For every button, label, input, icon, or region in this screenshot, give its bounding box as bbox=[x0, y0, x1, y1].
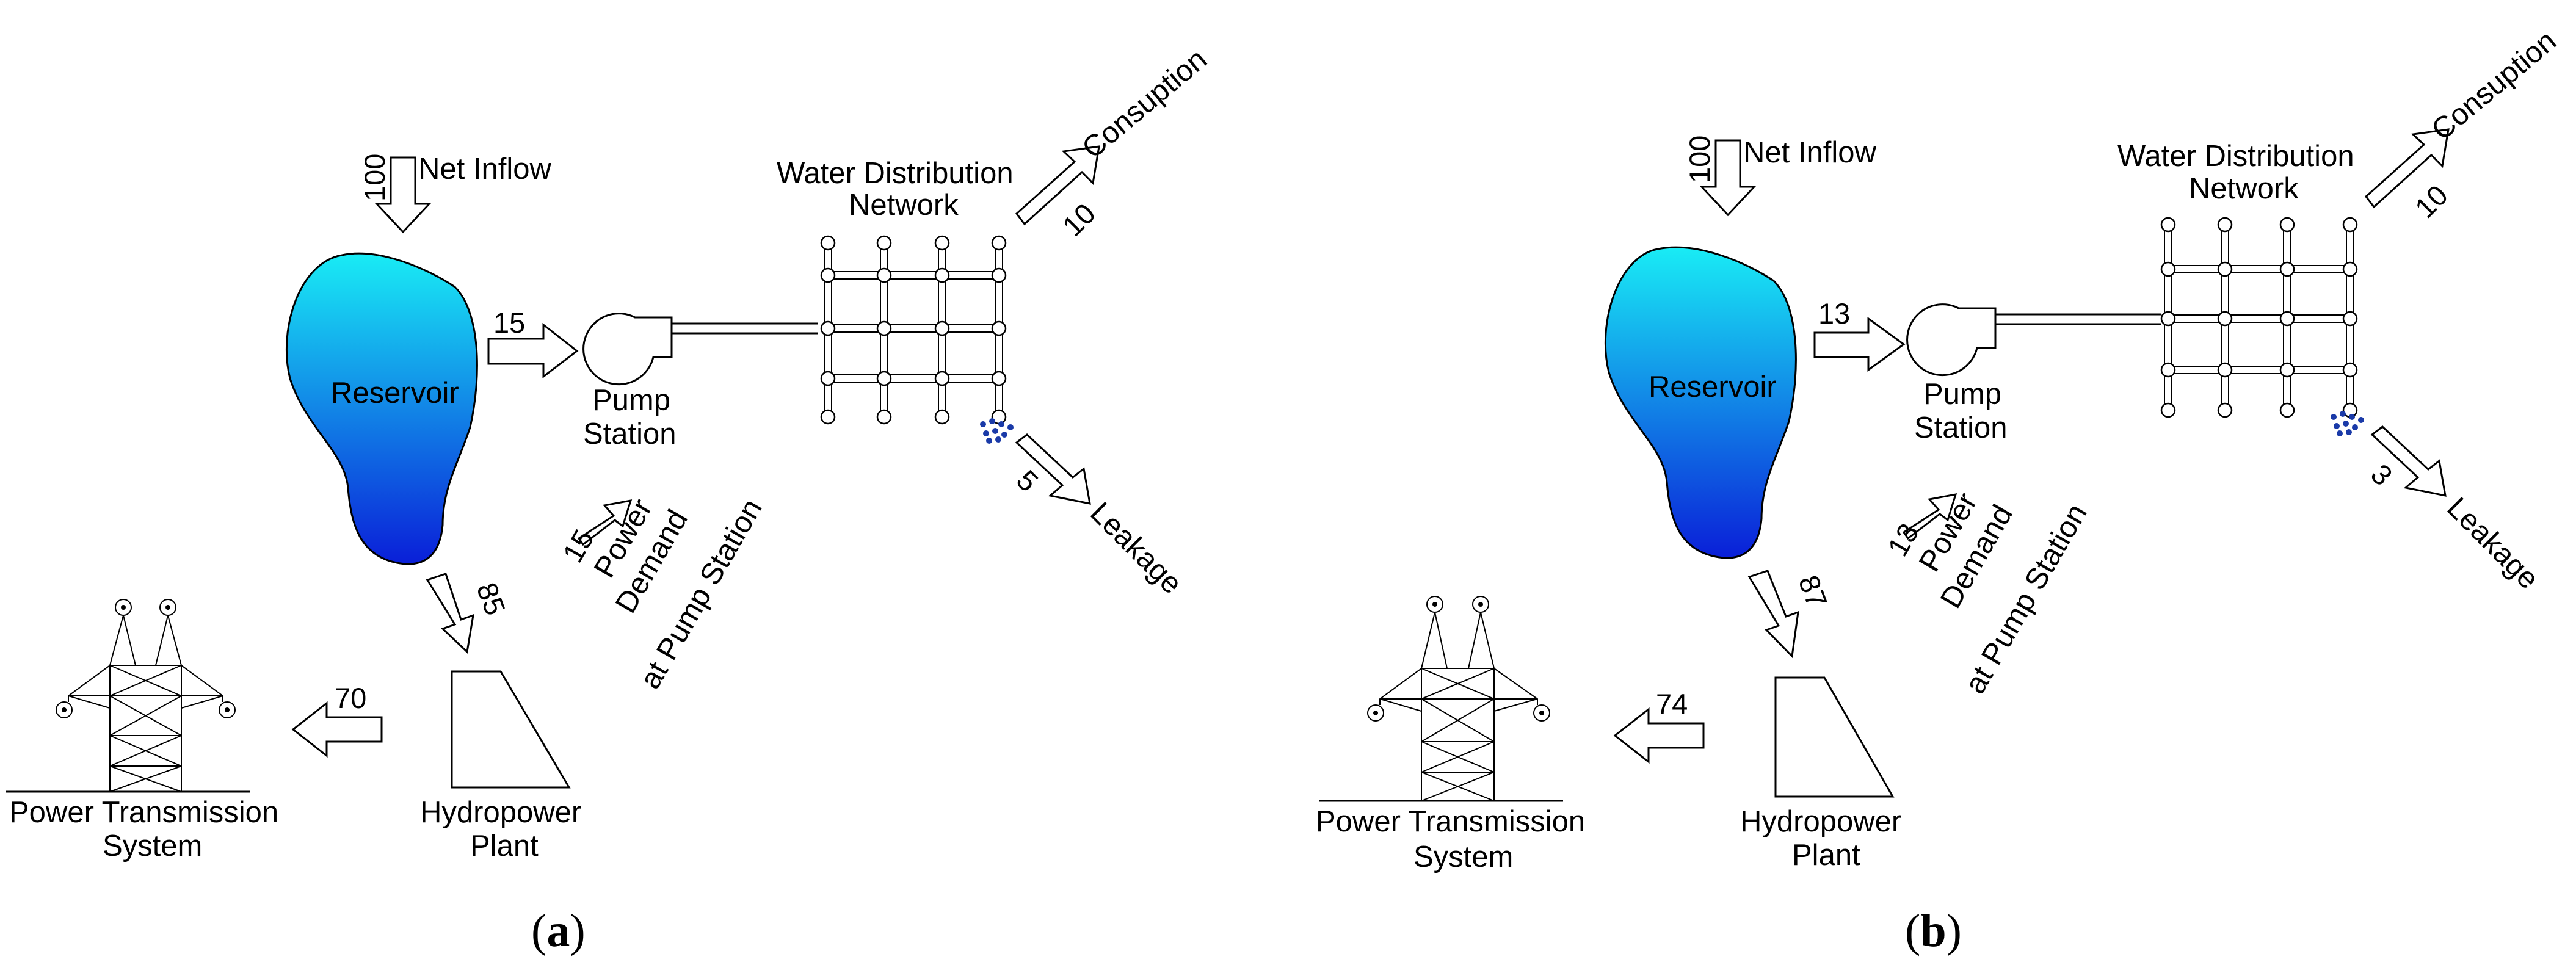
hydropower-plant-icon bbox=[451, 670, 571, 789]
transmission-tower-icon bbox=[6, 599, 250, 793]
grid-label-2: System bbox=[1413, 841, 1513, 874]
to-pump-value: 15 bbox=[493, 306, 525, 339]
to-grid-value: 74 bbox=[1656, 688, 1688, 720]
to-hydro-arrow bbox=[426, 573, 474, 654]
power-demand-arrow bbox=[577, 499, 633, 546]
net-inflow-arrow bbox=[374, 156, 432, 234]
leakage-value: 3 bbox=[2365, 458, 2399, 492]
consumption-arrow bbox=[1015, 145, 1100, 226]
to-grid-arrow bbox=[291, 701, 383, 758]
caption-a: (a) bbox=[531, 905, 586, 957]
leak-drops-icon bbox=[2331, 411, 2364, 436]
net-inflow-label: Net Inflow bbox=[418, 153, 551, 186]
network-label-1: Water Distribution bbox=[777, 157, 1014, 190]
leakage-label: Leakage bbox=[2440, 491, 2545, 596]
network-label-2: Network bbox=[2189, 172, 2299, 205]
pump-label-1: Pump bbox=[592, 384, 670, 417]
leakage-arrow bbox=[2370, 425, 2447, 497]
to-grid-value: 70 bbox=[335, 682, 366, 714]
grid-label-1: Power Transmission bbox=[1316, 805, 1585, 838]
reservoir-label: Reservoir bbox=[1649, 371, 1777, 403]
to-hydro-arrow bbox=[1747, 570, 1799, 659]
consumption-value: 10 bbox=[2409, 179, 2454, 224]
net-inflow-value: 100 bbox=[358, 154, 391, 201]
hydro-label-2: Plant bbox=[470, 830, 539, 863]
leakage-value: 5 bbox=[1010, 464, 1045, 498]
hydro-label-2: Plant bbox=[1792, 839, 1860, 872]
grid-label-1: Power Transmission bbox=[9, 796, 278, 829]
pump-station bbox=[1906, 303, 2161, 377]
consumption-arrow bbox=[2364, 128, 2450, 209]
power-demand-arrow bbox=[1902, 493, 1957, 540]
caption-b: (b) bbox=[1905, 905, 1962, 957]
to-pump-value: 13 bbox=[1818, 297, 1850, 330]
panel-b: 100 Net Inflow Reservoir 13 Pump Station bbox=[1316, 24, 2563, 957]
pump-label-2: Station bbox=[1914, 411, 2008, 444]
to-grid-arrow bbox=[1613, 707, 1705, 764]
to-pump-arrow bbox=[487, 322, 579, 379]
pump-label-1: Pump bbox=[1923, 378, 2001, 411]
panel-a: 100 Net Inflow Reservoir 15 Pump Station bbox=[6, 43, 1213, 957]
leakage-label: Leakage bbox=[1084, 496, 1188, 601]
leak-drops-icon bbox=[980, 418, 1014, 444]
hydro-label-1: Hydropower bbox=[1740, 805, 1901, 838]
network-label-1: Water Distribution bbox=[2117, 140, 2354, 173]
net-inflow-label: Net Inflow bbox=[1743, 136, 1876, 169]
consumption-label: Consuption bbox=[1076, 43, 1213, 165]
reservoir-label: Reservoir bbox=[331, 377, 459, 410]
hydropower-plant-icon bbox=[1774, 676, 1895, 798]
pump-station bbox=[582, 313, 818, 386]
to-hydro-value: 85 bbox=[471, 578, 512, 619]
to-pump-arrow bbox=[1813, 317, 1906, 372]
water-distribution-network bbox=[2160, 217, 2358, 418]
grid-label-2: System bbox=[103, 830, 202, 863]
pump-label-2: Station bbox=[583, 418, 677, 450]
reservoir bbox=[285, 252, 478, 565]
reservoir bbox=[1604, 246, 1797, 559]
consumption-label: Consuption bbox=[2425, 24, 2563, 147]
consumption-value: 10 bbox=[1056, 197, 1101, 242]
net-inflow-arrow bbox=[1699, 139, 1757, 217]
water-distribution-network bbox=[820, 235, 1007, 425]
hydro-label-1: Hydropower bbox=[420, 796, 581, 829]
net-inflow-value: 100 bbox=[1683, 136, 1716, 183]
leakage-arrow bbox=[1015, 433, 1091, 505]
network-label-2: Network bbox=[849, 189, 959, 222]
to-hydro-value: 87 bbox=[1793, 571, 1834, 612]
transmission-tower-icon bbox=[1319, 596, 1563, 802]
